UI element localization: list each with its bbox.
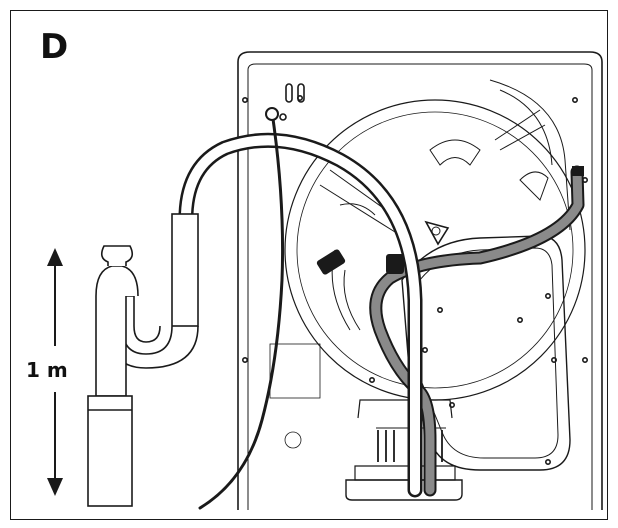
inlet-hose-icon [369, 165, 585, 497]
drain-hose-icon [178, 132, 423, 498]
height-label: 1 m [26, 358, 68, 382]
panel-letter: D [40, 27, 69, 67]
drain-trap-icon [87, 213, 199, 507]
double-arrow-icon [47, 248, 63, 496]
hose-clip-icon [316, 249, 404, 275]
power-cable-icon [198, 107, 285, 510]
